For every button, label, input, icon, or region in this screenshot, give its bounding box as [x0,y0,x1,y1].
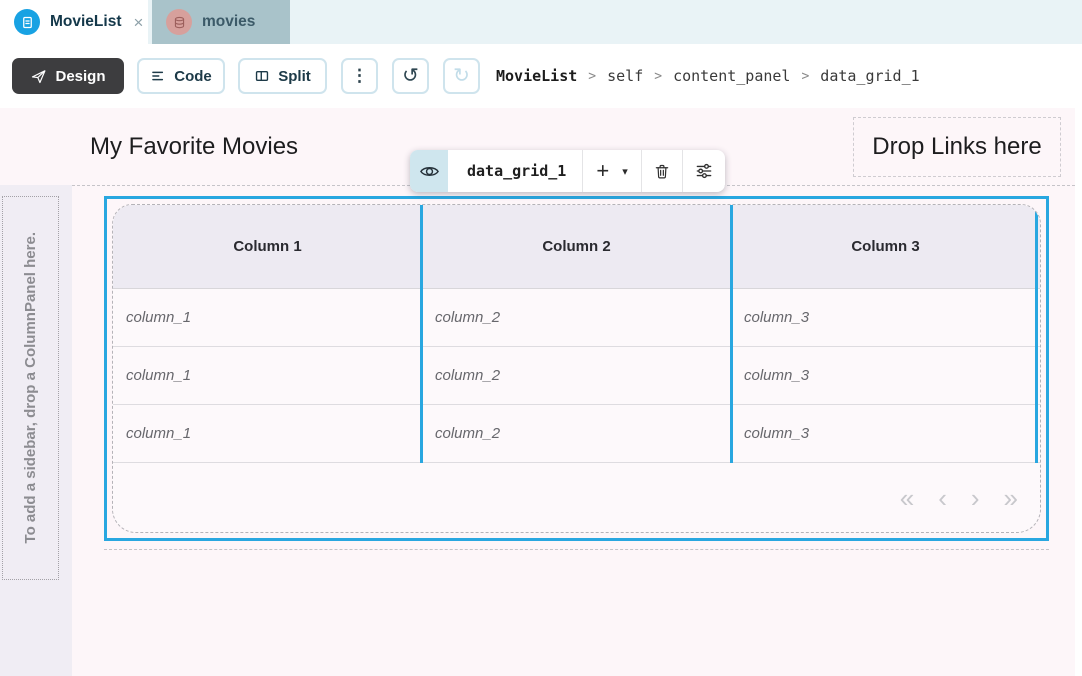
split-pane-icon [256,70,269,82]
sidebar-hint-label: To add a sidebar, drop a ColumnPanel her… [22,232,39,544]
column-separator[interactable] [729,205,733,463]
tab-movielist[interactable]: MovieList × [0,0,148,44]
data-grid-row[interactable]: column_1 column_2 column_3 [113,289,1040,347]
links-dropzone[interactable]: Drop Links here [853,117,1061,177]
toolbar-divider [681,150,683,192]
breadcrumb-self[interactable]: self [607,67,644,85]
design-view-button[interactable]: Design [12,58,124,94]
sliders-icon [696,163,712,179]
form-title-label[interactable]: My Favorite Movies [90,132,299,160]
sidebar-slot: To add a sidebar, drop a ColumnPanel her… [0,185,72,676]
component-properties-button[interactable] [683,150,725,192]
links-dropzone-label: Drop Links here [872,133,1042,160]
column-header[interactable]: Column 3 [851,238,920,255]
column-separator[interactable] [419,205,423,463]
split-button-label: Split [278,67,311,85]
previous-page-icon[interactable]: ‹ [938,482,947,513]
code-view-button[interactable]: Code [137,58,225,94]
tab-label: MovieList [50,13,122,30]
last-page-icon[interactable]: » [1003,482,1018,513]
redo-icon: ↻ [453,65,470,87]
form-content-row: To add a sidebar, drop a ColumnPanel her… [0,185,1075,676]
grid-cell: column_2 [435,309,501,326]
component-name-label[interactable]: data_grid_1 [467,162,567,180]
breadcrumb-form[interactable]: MovieList [496,67,578,85]
grid-cell: column_3 [744,425,810,442]
column-separator[interactable] [1035,205,1038,463]
plus-icon: + [596,158,610,183]
paper-plane-icon [32,69,46,83]
data-grid-pagination: « ‹ › » [113,463,1040,532]
grid-cell: column_3 [744,309,810,326]
split-view-button[interactable]: Split [238,58,327,94]
canvas-right-gutter [1075,44,1082,676]
data-grid-row[interactable]: column_1 column_2 column_3 [113,405,1040,463]
tab-movies[interactable]: movies [152,0,290,44]
eye-icon [419,166,439,176]
component-toolbar: data_grid_1 + ▾ [410,150,725,192]
visibility-button[interactable] [410,150,448,192]
undo-icon: ↺ [402,65,419,87]
redo-button[interactable]: ↻ [443,58,480,94]
grid-cell: column_2 [435,367,501,384]
toolbar-divider [582,150,584,192]
design-canvas: My Favorite Movies Drop Links here To ad… [0,108,1075,676]
tab-label: movies [202,13,256,30]
first-page-icon[interactable]: « [899,482,915,513]
trash-icon [655,164,668,178]
data-grid-row[interactable]: column_1 column_2 column_3 [113,347,1040,405]
close-icon[interactable]: × [133,12,144,32]
add-component-button[interactable]: + ▾ [583,150,640,192]
sidebar-dropzone[interactable]: To add a sidebar, drop a ColumnPanel her… [2,196,59,580]
chevron-down-icon[interactable]: ▾ [622,165,628,178]
form-title-row: My Favorite Movies Drop Links here [0,108,1075,185]
column-header[interactable]: Column 1 [233,238,302,255]
breadcrumb-separator: > [654,68,663,84]
delete-component-button[interactable] [642,150,682,192]
kebab-menu-icon: ⋮ [351,66,368,85]
toolbar-divider [640,150,642,192]
editor-tab-bar: MovieList × movies [0,0,1082,44]
editor-toolbar: Design Code Split ⋮ ↺ ↻ MovieList > s [0,44,1082,108]
data-grid-component[interactable]: Column 1 Column 2 Column 3 column_1 colu… [104,196,1049,541]
breadcrumb-data-grid[interactable]: data_grid_1 [820,67,920,85]
grid-cell: column_2 [435,425,501,442]
design-button-label: Design [55,67,106,85]
grid-cell: column_1 [126,367,192,384]
dropzone-indicator [104,549,1049,550]
grid-cell: column_1 [126,425,192,442]
grid-cell: column_3 [744,367,810,384]
more-options-button[interactable]: ⋮ [341,58,378,94]
form-page-icon [14,9,40,35]
content-panel-dropzone: Column 1 Column 2 Column 3 column_1 colu… [72,185,1075,676]
undo-button[interactable]: ↺ [392,58,429,94]
code-button-label: Code [174,67,212,85]
database-icon [166,9,192,35]
text-lines-icon [152,71,164,81]
next-page-icon[interactable]: › [970,482,980,513]
breadcrumb-separator: > [588,68,597,84]
data-grid-body: Column 1 Column 2 Column 3 column_1 colu… [112,204,1041,533]
breadcrumb-content-panel[interactable]: content_panel [673,67,791,85]
breadcrumb-separator: > [801,68,810,84]
column-header[interactable]: Column 2 [542,238,611,255]
breadcrumb: MovieList > self > content_panel > data_… [496,67,920,85]
grid-cell: column_1 [126,309,192,326]
data-grid-header: Column 1 Column 2 Column 3 [113,205,1040,289]
